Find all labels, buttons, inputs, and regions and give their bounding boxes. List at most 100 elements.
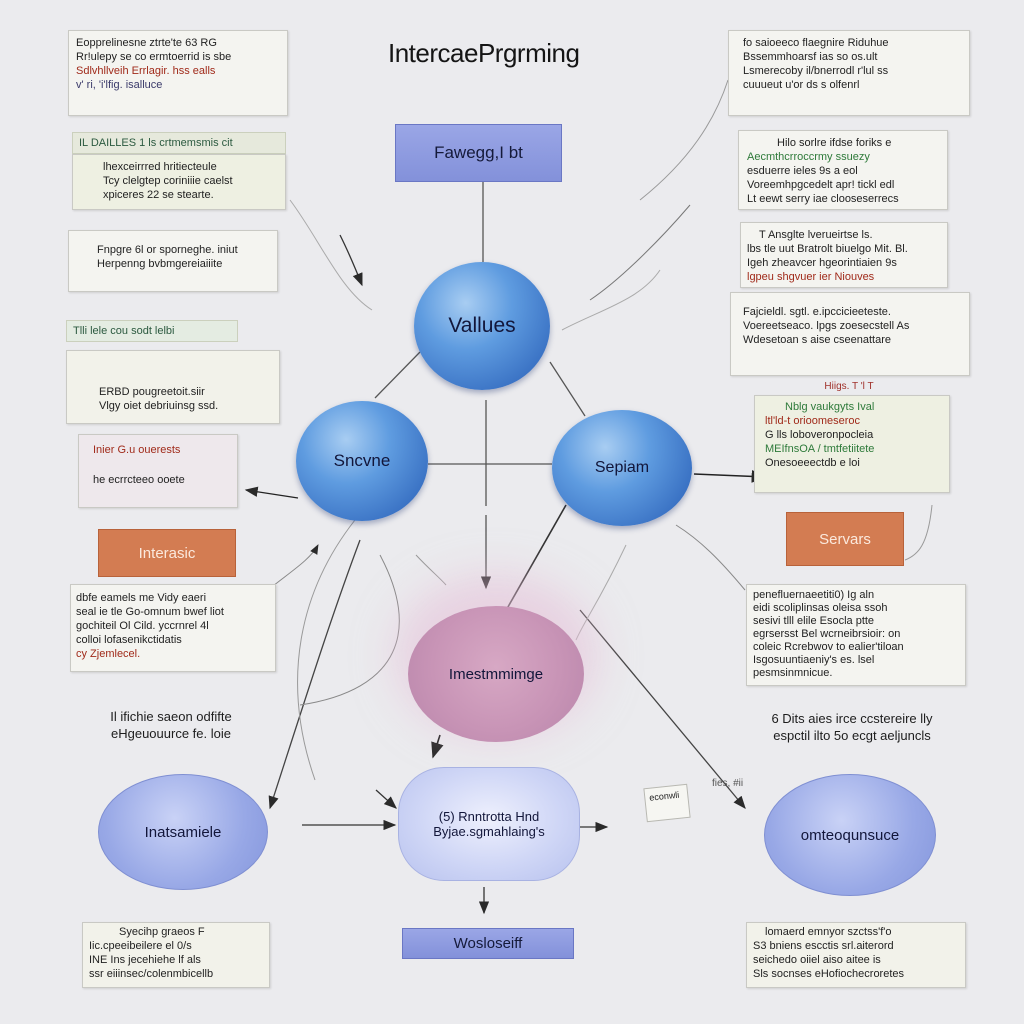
note-right-3: T Ansglte lverueirtse ls. lbs tle uut Br…	[740, 222, 948, 288]
note-right-2: Hilo sorlre ifdse foriks e Aecmthcrroccr…	[738, 130, 948, 210]
note-left-3: Fnpgre 6l or sporneghe. iniut Herpenng b…	[68, 230, 278, 292]
connector-pink-to-center	[431, 734, 444, 759]
note-line: Hilo sorlre ifdse foriks e	[777, 137, 892, 149]
note-line: v' ri, 'i'lfig. isalluce	[76, 79, 163, 91]
note-line: Igeh zheavcer hgeorintiaien 9s	[747, 257, 897, 269]
connector-values-right-curve	[589, 204, 691, 301]
note-line: Fajcieldl. sgtl. e.ipccicieeteste.	[743, 306, 891, 318]
note-line: Tcy clelgtep coriniiie caelst	[103, 175, 233, 187]
note-line: lbs tle uut Bratrolt biuelgo Mit. Bl.	[747, 243, 908, 255]
note-line: lomaerd emnyor szctss'f'o	[765, 926, 892, 938]
note-left-5: Inier G.u ouerests he ecrrcteeo ooete	[78, 434, 238, 508]
connector-left-sphere-to-bottom-left	[268, 539, 361, 810]
note-line: Herpenng bvbmgereiaiiite	[97, 258, 223, 270]
note-line: Iic.cpeeibeilere el 0/s	[89, 940, 192, 952]
node-sncvne[interactable]: Sncvne	[296, 401, 428, 521]
note-left-6: dbfe eamels me Vidy eaeri seal ie tle Go…	[70, 584, 276, 672]
note-line: T Ansglte lverueirtse ls.	[759, 229, 873, 241]
note-line: seichedo oiiel aiso aitee is	[753, 954, 881, 966]
note-right-7: lomaerd emnyor szctss'f'o S3 bniens escc…	[746, 922, 966, 988]
note-line: colloi lofasenikctidatis	[76, 634, 182, 646]
note-line: S3 bniens escctis srl.aiterord	[753, 940, 894, 952]
note-line: Aecmthcrroccrmy ssuezy	[747, 151, 870, 163]
caption-line: 6 Dits aies irce ccstereire lly	[771, 711, 933, 726]
note-line: esduerre ieles 9s a eol	[747, 165, 858, 177]
note-line: penefluernaeetiti0) Ig aln	[753, 589, 875, 601]
node-inatsamiele[interactable]: Inatsamiele	[98, 774, 268, 890]
note-line: sesivi tlll elile Esocla ptte	[753, 615, 875, 627]
node-servars[interactable]: Servars	[786, 512, 904, 566]
note-right-1: fo saioeeco flaegnire Riduhue Bssemmhoar…	[728, 30, 970, 116]
node-omteoqunsuce[interactable]: omteoqunsuce	[764, 774, 936, 896]
node-imestmmimge[interactable]: Imestmmimge	[408, 606, 584, 742]
note-right-5-top: Hiigs. T 'l T	[824, 381, 874, 392]
note-line: Eopprelinesne ztrte'te 63 RG	[76, 37, 217, 49]
note-line: Wdesetoan s aise cseenattare	[743, 334, 891, 346]
note-right-6: penefluernaeetiti0) Ig aln eidi scolipli…	[746, 584, 966, 686]
note-line: Syecihp graeos F	[119, 926, 205, 938]
note-line: cuuueut u'or ds s olfenrl	[743, 79, 860, 91]
tick-marks: fies, #ii	[712, 778, 744, 789]
note-line: xpiceres 22 se stearte.	[103, 189, 214, 201]
note-line: ltl'ld-t orioomeseroc	[765, 415, 861, 427]
note-line: lhexceirrred hritiecteule	[103, 161, 217, 173]
small-tag: econwli	[643, 783, 691, 823]
note-left-4-header: Tlli lele cou sodt lelbi	[66, 320, 238, 342]
note-left-2: lhexceirrred hritiecteule Tcy clelgtep c…	[72, 154, 286, 210]
connector-right-diag	[675, 524, 746, 591]
node-fawegg[interactable]: Fawegg,I bt	[395, 124, 562, 182]
note-line: egrsersst Bel wcrneibrsioir: on	[753, 628, 901, 640]
note-line: ssr eiiinsec/colenmbicellb	[89, 968, 214, 980]
note-line: Fnpgre 6l or sporneghe. iniut	[97, 244, 238, 256]
connector-top-left-curve	[289, 199, 373, 311]
connector-left-sphere-to-note	[244, 486, 299, 499]
diagram-title: IntercaePrgrming	[388, 38, 580, 68]
note-line: ERBD pougreetoit.siir	[99, 386, 205, 398]
node-rnntrotta[interactable]: (5) Rnntrotta Hnd Byjae.sgmahlaing's	[398, 767, 580, 881]
note-line: Isgosuuntiaeniy's es. lsel	[753, 654, 875, 666]
note-left-2-header: IL DAILLES 1 ls crtmemsmis cit	[72, 132, 286, 154]
node-rnntrotta-line-1: (5) Rnntrotta Hnd	[438, 809, 540, 824]
connector-right-diag-2	[575, 544, 627, 641]
note-line: coleic Rcrebwov to ealier'tiloan	[753, 641, 904, 653]
node-rnntrotta-line-2: Byjae.sgmahlaing's	[433, 824, 545, 839]
note-right-4: Fajcieldl. sgtl. e.ipccicieeteste. Voere…	[730, 292, 970, 376]
note-line: dbfe eamels me Vidy eaeri	[76, 592, 207, 604]
note-line: Onesoeeectdb e loi	[765, 457, 860, 469]
connector-values-right-curve-2	[561, 269, 661, 331]
connector-values-to-right-sphere	[549, 361, 586, 417]
note-left-1: Eopprelinesne ztrte'te 63 RG Rr!ulepy se…	[68, 30, 288, 116]
caption-line: Il ifichie saeon odfifte	[110, 709, 232, 724]
node-wosloseiff[interactable]: Wosloseiff	[402, 928, 574, 959]
connector-left-sphere-curve	[299, 554, 400, 706]
node-interasic[interactable]: Interasic	[98, 529, 236, 577]
note-line: Lsmerecoby il/bnerrodl r'lul ss	[743, 65, 889, 77]
caption-line: eHgeuouurce fe. loie	[111, 726, 231, 741]
note-line: Sls socnses eHofiochecroretes	[753, 968, 905, 980]
connector-values-to-left-sphere	[374, 351, 421, 399]
connector-right-orange-curve	[904, 504, 933, 561]
note-line: MEIfnsOA / tmtfetiitete	[765, 443, 875, 455]
note-line: he ecrrcteeo ooete	[93, 474, 185, 486]
note-line: cy Zjemlecel.	[76, 648, 141, 660]
note-line: gochiteil Ol Cild. yccrnrel 4l	[76, 620, 209, 632]
connector-left-note-to-left-sphere	[339, 234, 363, 287]
connector-left-sphere-curve-2	[297, 519, 356, 781]
note-line: lgpeu shgvuer ier Niouves	[747, 271, 875, 283]
caption-left: Il ifichie saeon odfifte eHgeuouurce fe.…	[96, 708, 246, 742]
note-left-7: Syecihp graeos F Iic.cpeeibeilere el 0/s…	[82, 922, 270, 988]
caption-right: 6 Dits aies irce ccstereire lly espctil …	[754, 710, 950, 744]
caption-line: espctil ilto 5o ecgt aeljuncls	[773, 728, 931, 743]
note-line: seal ie tle Go-omnum bwef liot	[76, 606, 224, 618]
node-vallues[interactable]: Vallues	[414, 262, 550, 390]
connector-pink-left-curve	[415, 554, 447, 586]
note-line: fo saioeeco flaegnire Riduhue	[743, 37, 889, 49]
note-line: eidi scoliplinsas oleisa ssoh	[753, 602, 888, 614]
note-line: Vlgy oiet debriuinsg ssd.	[99, 400, 219, 412]
note-line: Rr!ulepy se co ermtoerrid is sbe	[76, 51, 232, 63]
node-sepiam[interactable]: Sepiam	[552, 410, 692, 526]
connector-top-right-curve	[639, 79, 729, 201]
note-line: INE Ins jecehiehe lf als	[89, 954, 201, 966]
note-line: Voreemhpgcedelt apr! tickl edl	[747, 179, 895, 191]
